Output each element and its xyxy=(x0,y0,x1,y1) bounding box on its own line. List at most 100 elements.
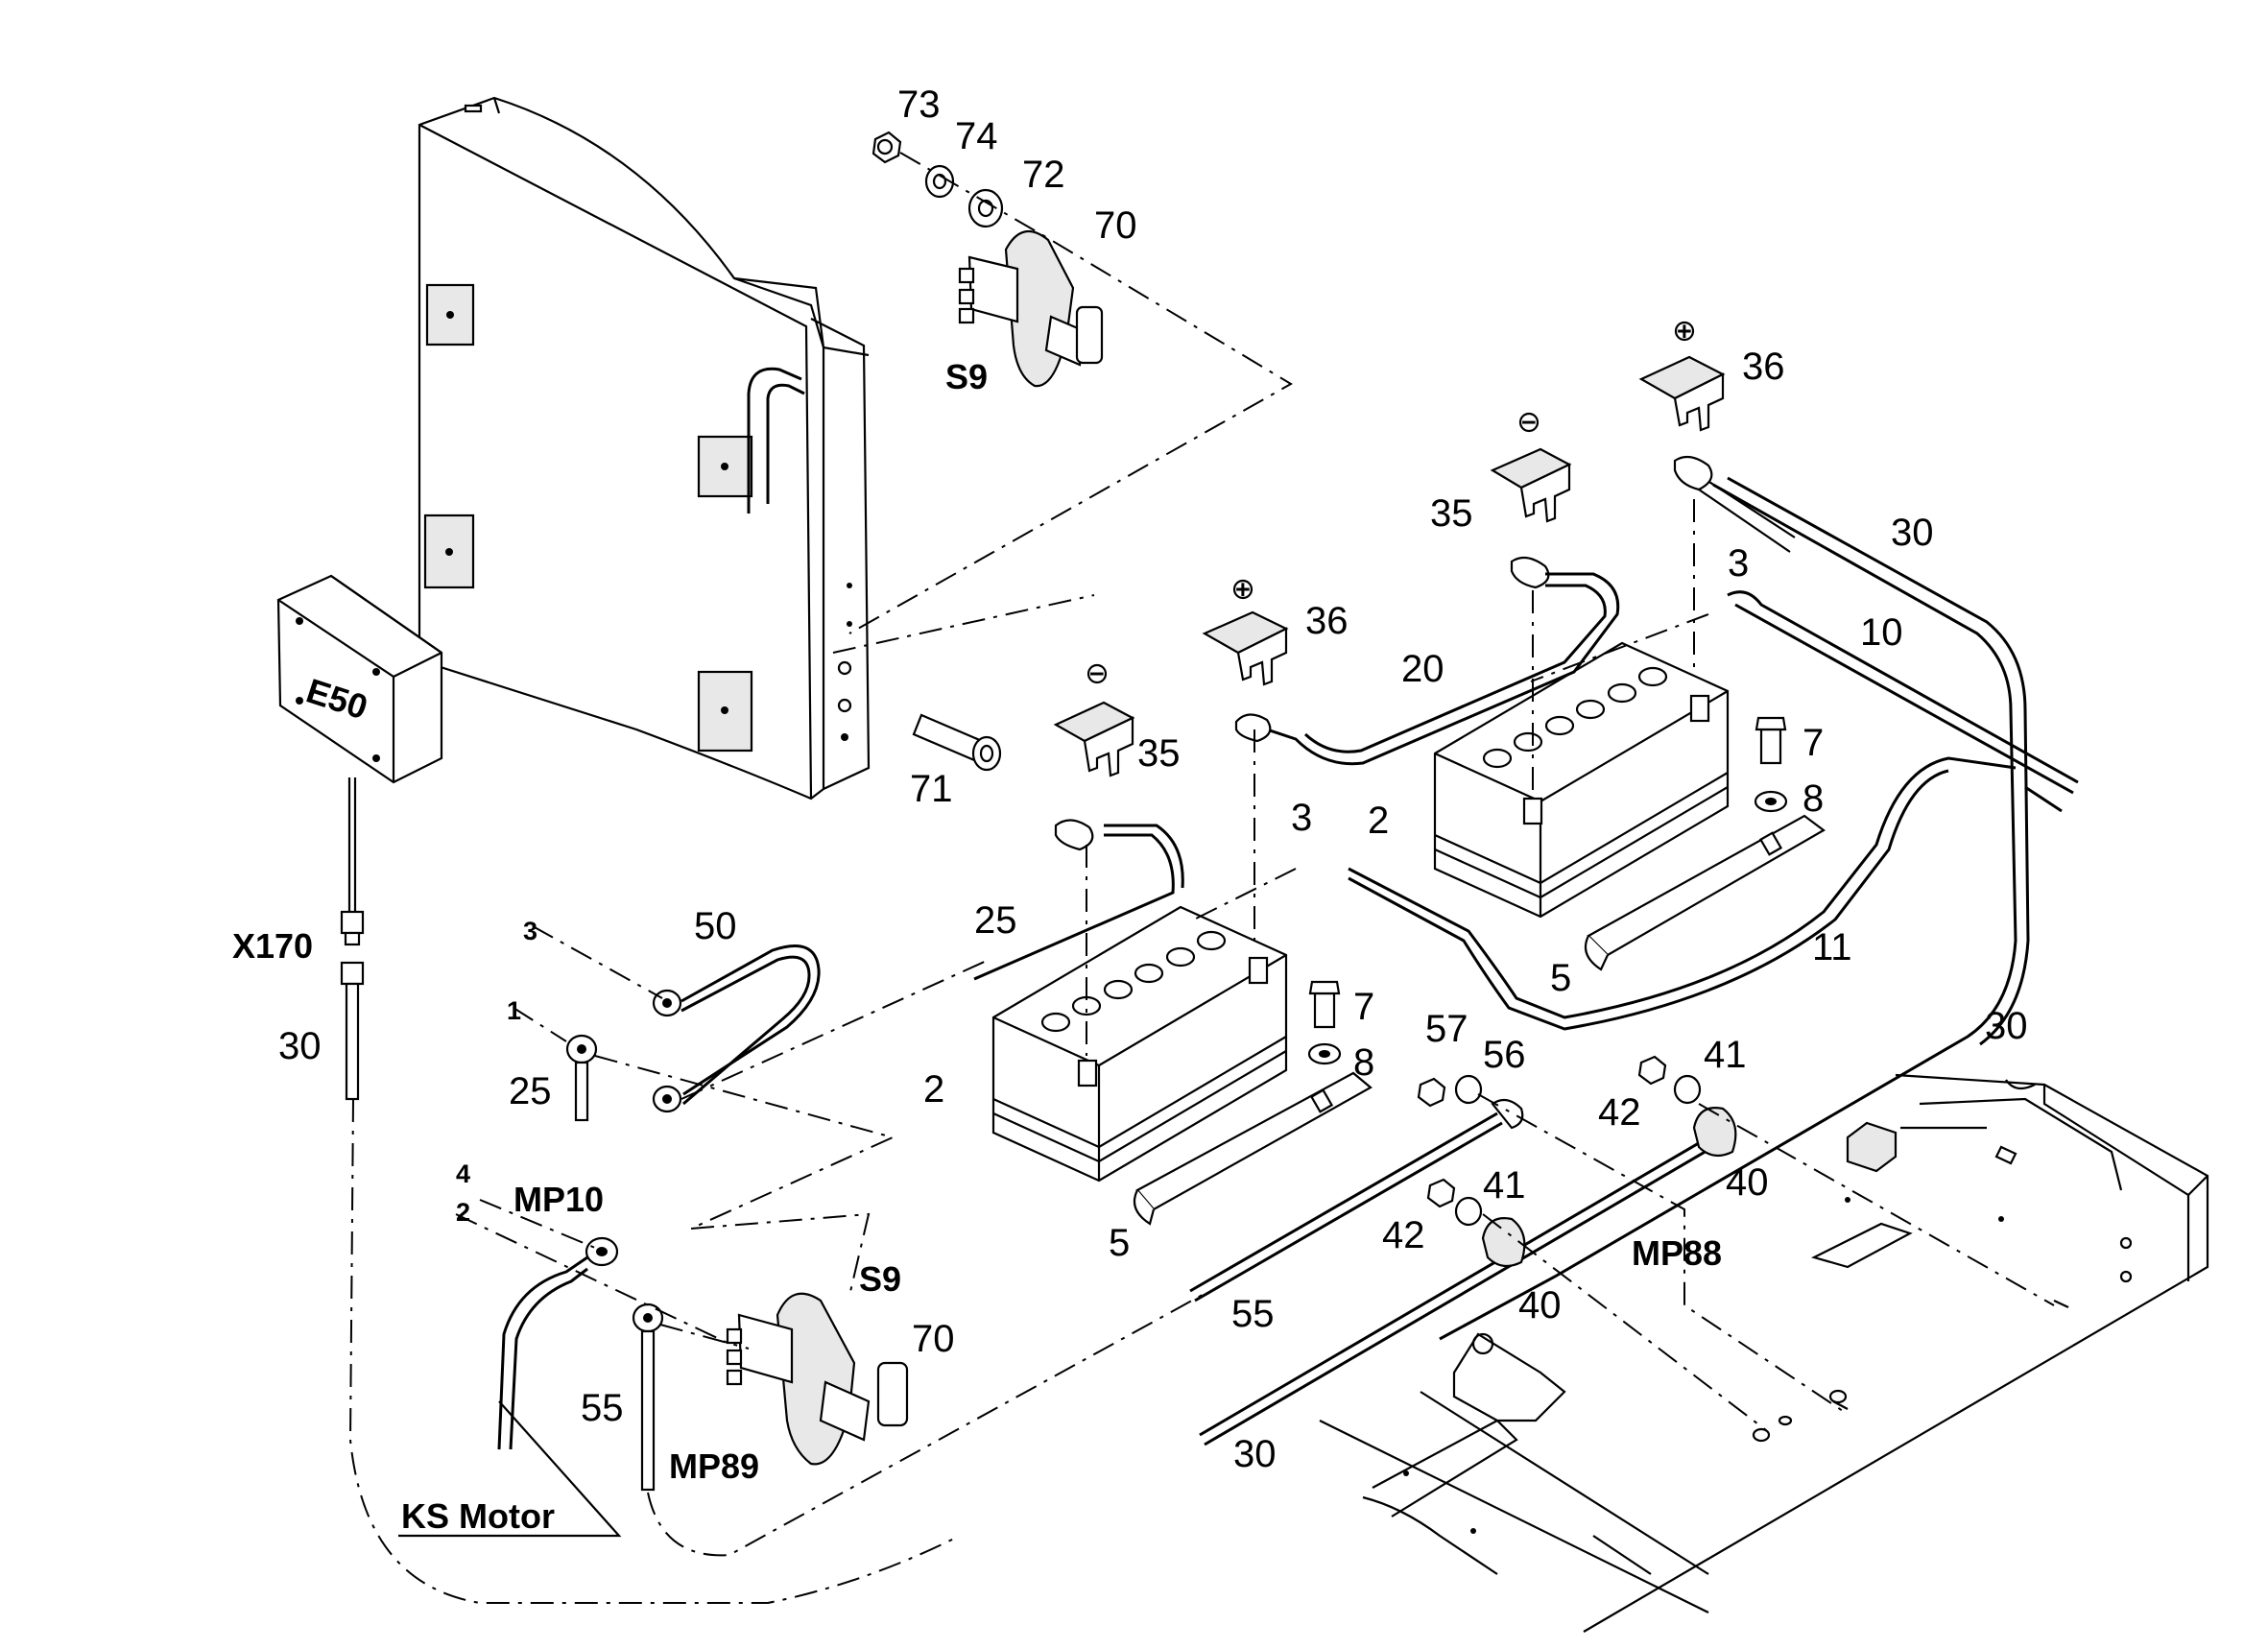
minus-mark-mid: − xyxy=(1089,659,1105,688)
ks-motor-leader xyxy=(398,1400,622,1538)
callout-55-a: 55 xyxy=(1231,1293,1275,1335)
callout-41-b: 41 xyxy=(1483,1164,1526,1207)
terminal-cover-36-mid xyxy=(1202,579,1289,686)
callout-40-b: 40 xyxy=(1518,1284,1562,1326)
callout-73: 73 xyxy=(897,84,941,126)
battery-2-top xyxy=(1433,641,1730,919)
callout-35-mid: 35 xyxy=(1137,732,1181,775)
callout-72: 72 xyxy=(1022,154,1065,196)
plus-mark-top: + xyxy=(1677,317,1692,346)
label-s9-top: S9 xyxy=(945,357,988,396)
bolt-7-bottom xyxy=(1307,980,1342,1065)
callout-2-small: 2 xyxy=(456,1198,470,1227)
callout-56: 56 xyxy=(1483,1034,1526,1076)
callout-4-small: 4 xyxy=(456,1159,470,1188)
callout-11: 11 xyxy=(1812,926,1852,968)
callout-30-x170: 30 xyxy=(278,1025,322,1067)
cable-55-lug xyxy=(632,1302,664,1492)
nut-73 xyxy=(871,131,902,164)
callout-57: 57 xyxy=(1425,1008,1468,1050)
callout-30-bot: 30 xyxy=(1233,1433,1277,1475)
callout-8-top: 8 xyxy=(1802,777,1824,820)
callout-25-a: 25 xyxy=(974,899,1017,942)
x170-socket xyxy=(340,961,365,986)
callout-70-top: 70 xyxy=(1094,204,1137,247)
cable-10 xyxy=(1727,590,2079,813)
battery-box-enclosure xyxy=(418,96,871,801)
cable-50-bridge xyxy=(652,944,821,1113)
label-x170: X170 xyxy=(232,926,313,966)
minus-mark-top: − xyxy=(1521,408,1537,437)
cable-mp10 xyxy=(497,1236,619,1450)
terminal-cover-35-top xyxy=(1490,412,1572,523)
washer-74 xyxy=(924,164,955,199)
hold-down-strap-5-top xyxy=(1584,814,1826,971)
washer-72 xyxy=(967,188,1004,228)
cable-11 xyxy=(1348,756,2017,1031)
reference-labels: S9 S9 X170 MP10 MP89 MP88 KS Motor xyxy=(232,357,1722,1536)
callout-7-top: 7 xyxy=(1802,722,1824,764)
callout-55-b: 55 xyxy=(581,1387,624,1429)
e50-control-box: E50 xyxy=(276,574,443,1101)
cable-25-lug xyxy=(565,1034,598,1122)
switch-key-bottom xyxy=(876,1361,909,1427)
terminal-cover-35-mid xyxy=(1053,663,1135,777)
nut-57 xyxy=(1417,1077,1446,1108)
label-s9-bottom: S9 xyxy=(859,1259,901,1299)
nut-42-a xyxy=(1637,1055,1667,1086)
label-ks-motor: KS Motor xyxy=(401,1496,555,1536)
switch-key-top xyxy=(1075,305,1104,365)
callout-2-bot: 2 xyxy=(923,1068,944,1111)
label-mp88: MP88 xyxy=(1632,1233,1722,1273)
callout-5-top: 5 xyxy=(1550,957,1571,999)
cable-30-top xyxy=(1439,455,2030,1341)
callout-8-bot: 8 xyxy=(1353,1041,1374,1084)
callout-1-small: 1 xyxy=(507,996,521,1025)
label-mp10: MP10 xyxy=(513,1180,604,1219)
callout-10: 10 xyxy=(1860,611,1903,654)
callout-70-bot: 70 xyxy=(912,1318,955,1360)
cable-25-main xyxy=(973,819,1184,981)
washer-56 xyxy=(1454,1074,1483,1105)
assembly-leader-lines xyxy=(348,152,2055,1604)
plus-mark-mid: + xyxy=(1235,575,1251,604)
callout-35-top: 35 xyxy=(1430,492,1473,535)
nut-42-b xyxy=(1426,1178,1456,1208)
callout-numbers: 73 74 72 70 36 35 30 3 10 36 20 7 8 2 35… xyxy=(278,84,2028,1475)
callout-74: 74 xyxy=(955,115,998,157)
washer-41-a xyxy=(1673,1074,1702,1105)
terminal-cover-36-top xyxy=(1638,321,1726,432)
callout-30-right: 30 xyxy=(1985,1005,2028,1047)
callout-25-b: 25 xyxy=(509,1070,552,1112)
callout-20: 20 xyxy=(1401,648,1444,690)
callout-42-b: 42 xyxy=(1382,1214,1425,1256)
rubber-block xyxy=(1846,1121,1898,1173)
callout-5-bot: 5 xyxy=(1109,1222,1130,1264)
hold-down-strap-5-bottom xyxy=(1133,1071,1373,1226)
bolt-7-top xyxy=(1754,716,1788,813)
cable-55-main xyxy=(1189,1098,1524,1302)
callout-50: 50 xyxy=(694,905,737,947)
bolt-71 xyxy=(912,713,1002,772)
battery-switch-s9-bottom xyxy=(726,1292,909,1466)
callout-40-a: 40 xyxy=(1726,1161,1769,1204)
x170-plug xyxy=(340,910,365,935)
callout-7-bot: 7 xyxy=(1353,986,1374,1028)
mounting-plate xyxy=(1452,1332,1566,1422)
cable-20 xyxy=(1234,556,1620,766)
callout-41-a: 41 xyxy=(1704,1034,1747,1076)
cable-clamp-40-a xyxy=(1692,1107,1737,1158)
callout-30-top: 30 xyxy=(1891,512,1934,554)
callout-3-mid: 3 xyxy=(1291,797,1312,839)
callout-3-top: 3 xyxy=(1728,542,1749,585)
battery-switch-s9-top xyxy=(871,131,1104,388)
callout-2-top: 2 xyxy=(1368,800,1389,842)
washer-41-b xyxy=(1454,1196,1483,1227)
label-mp89: MP89 xyxy=(669,1446,759,1486)
callout-42-a: 42 xyxy=(1598,1091,1641,1134)
callout-36-mid: 36 xyxy=(1305,600,1349,642)
callout-36-top: 36 xyxy=(1742,346,1785,388)
chassis-frame xyxy=(1319,1073,2209,1633)
